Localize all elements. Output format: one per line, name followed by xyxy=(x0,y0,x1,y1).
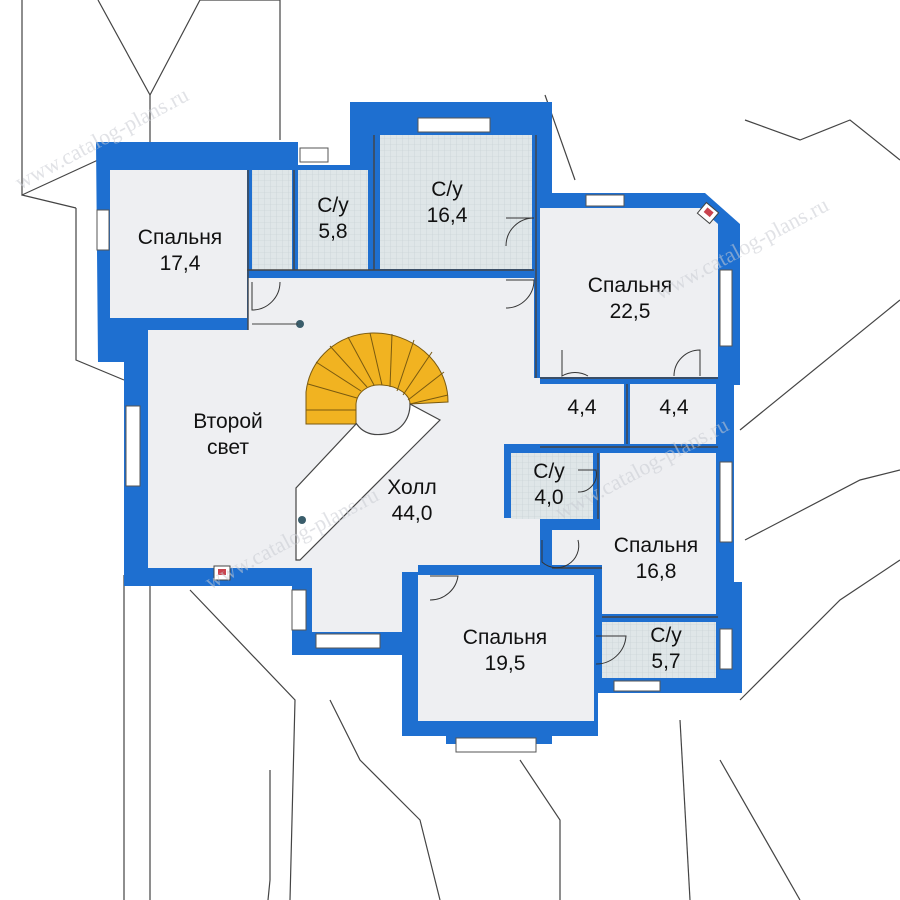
bath-2-area: 16,4 xyxy=(427,204,468,227)
bath-1-area: 5,8 xyxy=(318,220,347,243)
bedroom-1-name: Спальня xyxy=(138,226,222,249)
bath-4-name: С/у xyxy=(650,624,682,647)
room-bath-1-floor xyxy=(298,170,368,270)
bath-4-area: 5,7 xyxy=(651,650,680,673)
hall-name: Холл xyxy=(387,476,437,499)
spiral-staircase xyxy=(252,320,449,561)
room-bedroom-4-floor xyxy=(418,575,594,721)
bedroom-2-area: 22,5 xyxy=(610,300,651,323)
room-bedroom-1-floor xyxy=(110,170,247,318)
room-labels: Спальня 17,4 С/у 5,8 С/у 16,4 Спальня 22… xyxy=(138,178,698,675)
room-bath-3-floor xyxy=(511,453,593,519)
bath-2-name: С/у xyxy=(431,178,463,201)
bath-3-name: С/у xyxy=(533,460,565,483)
bath-1-name: С/у xyxy=(317,194,349,217)
room-bedroom-3-floor xyxy=(552,453,716,614)
bath-3-area: 4,0 xyxy=(534,486,563,509)
room-closet-2-floor xyxy=(630,384,716,444)
bedroom-2-name: Спальня xyxy=(588,274,672,297)
bedroom-3-name: Спальня xyxy=(614,534,698,557)
bedroom-3-area: 16,8 xyxy=(636,560,677,583)
closet-1-area: 4,4 xyxy=(567,396,597,419)
void-area: свет xyxy=(207,436,249,459)
room-closet-left-floor xyxy=(252,170,292,270)
bedroom-4-area: 19,5 xyxy=(485,652,526,675)
closet-2-area: 4,4 xyxy=(659,396,689,419)
void-name: Второй xyxy=(193,410,262,433)
fireplace-icons xyxy=(213,201,720,581)
room-bath-2-floor xyxy=(380,135,532,269)
hall-area: 44,0 xyxy=(392,502,433,525)
doors xyxy=(251,217,701,665)
room-bedroom-2-floor xyxy=(540,208,718,377)
windows xyxy=(96,117,733,753)
bedroom-1-area: 17,4 xyxy=(160,252,201,275)
bedroom-4-name: Спальня xyxy=(463,626,547,649)
partitions xyxy=(247,135,718,618)
room-closet-1-floor xyxy=(540,384,624,444)
